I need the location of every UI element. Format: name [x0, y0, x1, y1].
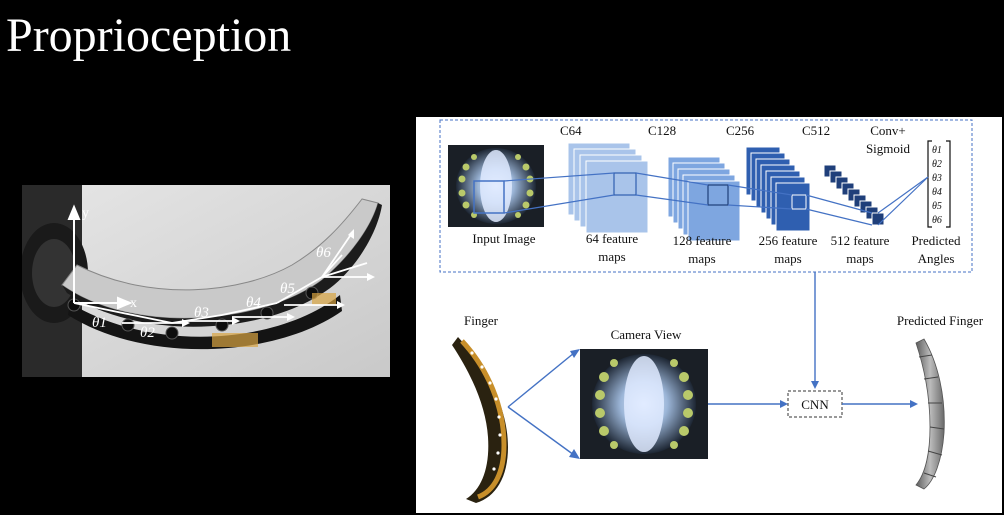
- layer-c64-label-2: maps: [598, 249, 625, 264]
- predicted-finger-label: Predicted Finger: [897, 313, 984, 328]
- angle-theta4: θ4: [246, 295, 261, 311]
- layer-c128-stack: [667, 156, 741, 242]
- network-box: [439, 119, 973, 273]
- layer-connectors: [503, 172, 929, 226]
- finger-image: [452, 337, 508, 503]
- angle-theta6: θ6: [316, 245, 331, 261]
- layer-c512-label-2: maps: [846, 251, 873, 266]
- layer-c256-label-1: 256 feature: [759, 233, 818, 248]
- angle-theta1: θ1: [92, 315, 107, 331]
- vector-theta5: θ5: [932, 201, 942, 212]
- angle-theta2: θ2: [140, 325, 155, 341]
- predicted-finger-image: [915, 338, 945, 490]
- angle-theta3: θ3: [194, 305, 209, 321]
- layer-c128-label-1: 128 feature: [673, 233, 732, 248]
- cnn-pipeline-diagram: Input Image C64 64 feature maps C128 128…: [416, 117, 1002, 513]
- output-op-line1: Conv+: [870, 123, 906, 138]
- input-image: [448, 145, 544, 227]
- output-label-2: Angles: [918, 251, 955, 266]
- finger-label: Finger: [464, 313, 499, 328]
- input-image-label: Input Image: [472, 231, 535, 246]
- slide-title: Proprioception: [6, 9, 292, 62]
- cnn-box: [787, 390, 843, 418]
- layer-c128-label-2: maps: [688, 251, 715, 266]
- vector-theta1: θ1: [932, 145, 942, 156]
- output-op-line2: Sigmoid: [866, 141, 911, 156]
- vector-theta4: θ4: [932, 187, 942, 198]
- output-vector: θ1 θ2 θ3 θ4 θ5 θ6: [927, 140, 951, 228]
- angle-theta5: θ5: [280, 281, 295, 297]
- vector-theta2: θ2: [932, 159, 942, 170]
- layer-c512-label-1: 512 feature: [831, 233, 890, 248]
- layer-c64-stack: [567, 142, 649, 234]
- layer-c256-name: C256: [726, 123, 755, 138]
- vector-theta3: θ3: [932, 173, 942, 184]
- output-label-1: Predicted: [911, 233, 961, 248]
- finger-angles-photo: y x θ1 θ2 θ3 θ4 θ5 θ6: [22, 185, 390, 377]
- camera-view-image: [580, 349, 708, 459]
- finger-to-camera-arrows: [507, 349, 580, 459]
- axis-x-label: x: [130, 296, 137, 311]
- vector-theta6: θ6: [932, 215, 942, 226]
- layer-c512-name: C512: [802, 123, 830, 138]
- layer-c64-label-1: 64 feature: [586, 231, 639, 246]
- layer-c512-stack: [823, 164, 885, 226]
- layer-c128-name: C128: [648, 123, 676, 138]
- camera-view-label: Camera View: [611, 327, 682, 342]
- layer-c256-stack: [745, 146, 811, 232]
- layer-c256-label-2: maps: [774, 251, 801, 266]
- cnn-label: CNN: [801, 397, 829, 412]
- layer-c64-name: C64: [560, 123, 582, 138]
- axis-y-label: y: [82, 206, 89, 221]
